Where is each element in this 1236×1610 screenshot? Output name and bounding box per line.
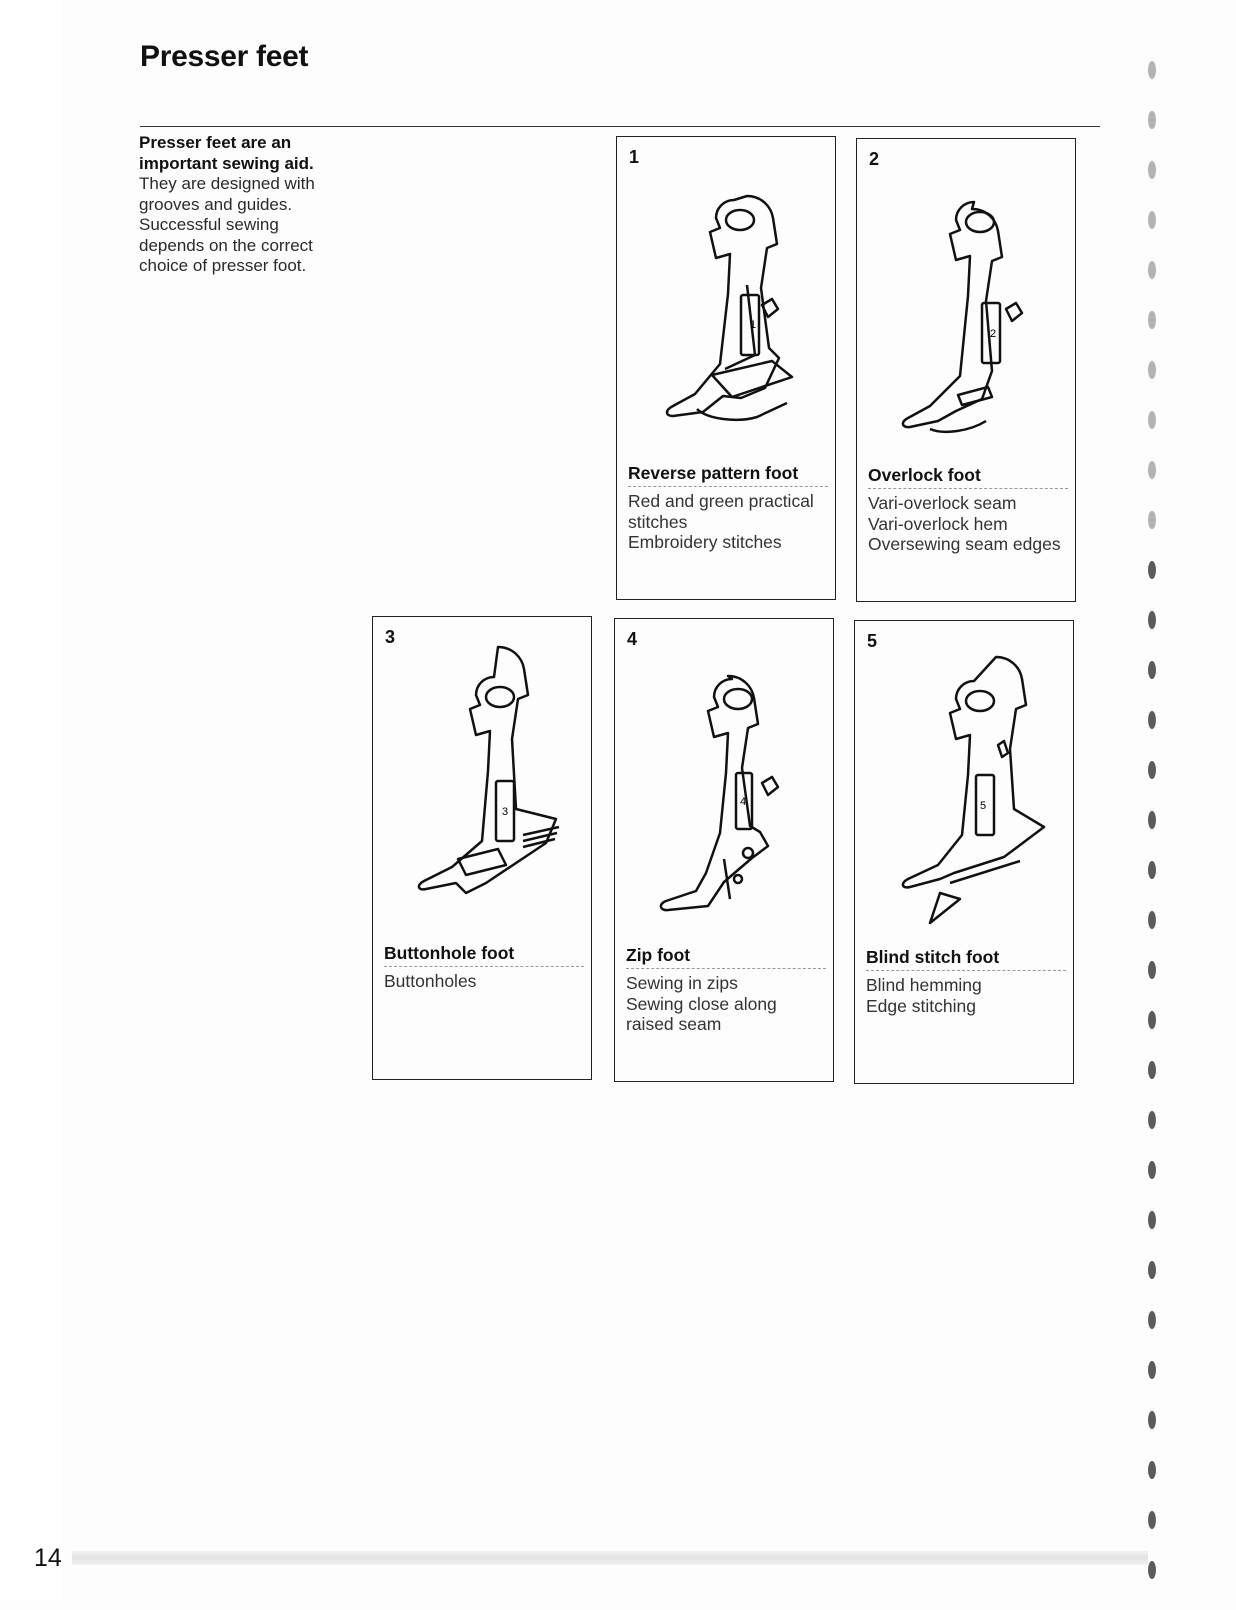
foot-uses: Red and green practical stitches Embroid…	[628, 491, 833, 553]
foot-name: Overlock foot	[868, 465, 1068, 489]
foot-use: Oversewing seam edges	[868, 534, 1061, 554]
zip-foot-icon: 4	[659, 674, 780, 912]
foot-uses: Buttonholes	[384, 971, 589, 992]
foot-uses: Sewing in zips Sewing close along raised…	[626, 973, 831, 1035]
foot-number: 1	[629, 147, 640, 167]
foot-use: Vari-overlock seam	[868, 493, 1017, 513]
foot-uses: Vari-overlock seam Vari-overlock hem Ove…	[868, 493, 1073, 555]
foot-use: Vari-overlock hem	[868, 513, 1008, 534]
foot-use: Edge stitching	[866, 995, 976, 1016]
buttonhole-foot-icon: 3	[417, 645, 560, 895]
foot-card-1: 1 1 Reverse pattern foot Red and green p…	[616, 136, 836, 600]
blind-stitch-foot-icon: 5	[901, 655, 1046, 925]
svg-text:2: 2	[990, 328, 996, 340]
foot-use: Sewing in zips	[626, 973, 738, 993]
foot-number: 2	[869, 149, 880, 169]
overlock-foot-icon: 2	[901, 200, 1024, 433]
svg-text:4: 4	[740, 796, 746, 808]
svg-text:3: 3	[502, 806, 508, 818]
svg-text:1: 1	[750, 319, 756, 331]
foot-card-4: 4 4 Zip foot Sewing in zips Sewing close…	[614, 618, 834, 1082]
foot-use: Red and green practical	[628, 491, 814, 511]
foot-number: 4	[627, 629, 638, 649]
foot-use: raised seam	[626, 1014, 722, 1034]
foot-use: Blind hemming	[866, 975, 982, 995]
foot-uses: Blind hemming Edge stitching	[866, 975, 1071, 1016]
spiral-binding	[1148, 61, 1156, 1579]
intro-lead: Presser feet are an important sewing aid…	[139, 133, 314, 173]
foot-use: stitches	[628, 511, 688, 532]
foot-name: Buttonhole foot	[384, 943, 584, 967]
foot-number: 3	[385, 627, 396, 647]
page-title: Presser feet	[140, 40, 309, 73]
foot-use: Embroidery stitches	[628, 532, 782, 552]
reverse-pattern-foot-icon: 1	[665, 194, 794, 422]
foot-name: Zip foot	[626, 945, 826, 969]
foot-use: Sewing close along	[626, 993, 777, 1014]
foot-name: Reverse pattern foot	[628, 463, 828, 487]
intro-body: They are designed with grooves and guide…	[139, 174, 315, 275]
page-margin	[0, 0, 62, 1600]
foot-use: Buttonholes	[384, 971, 477, 991]
foot-card-5: 5 5 Blind stitch foot Blind hemming Edge…	[854, 620, 1074, 1084]
intro-paragraph: Presser feet are an important sewing aid…	[139, 133, 339, 277]
title-rule	[140, 126, 1100, 127]
foot-card-3: 3 3 Buttonhole foot Buttonholes	[372, 616, 592, 1080]
foot-name: Blind stitch foot	[866, 947, 1066, 971]
foot-number: 5	[867, 631, 878, 651]
svg-text:5: 5	[980, 800, 986, 812]
page-number: 14	[34, 1544, 62, 1572]
footer-bar	[72, 1551, 1148, 1565]
foot-card-2: 2 2 Overlock foot Vari-overlock seam Var…	[856, 138, 1076, 602]
